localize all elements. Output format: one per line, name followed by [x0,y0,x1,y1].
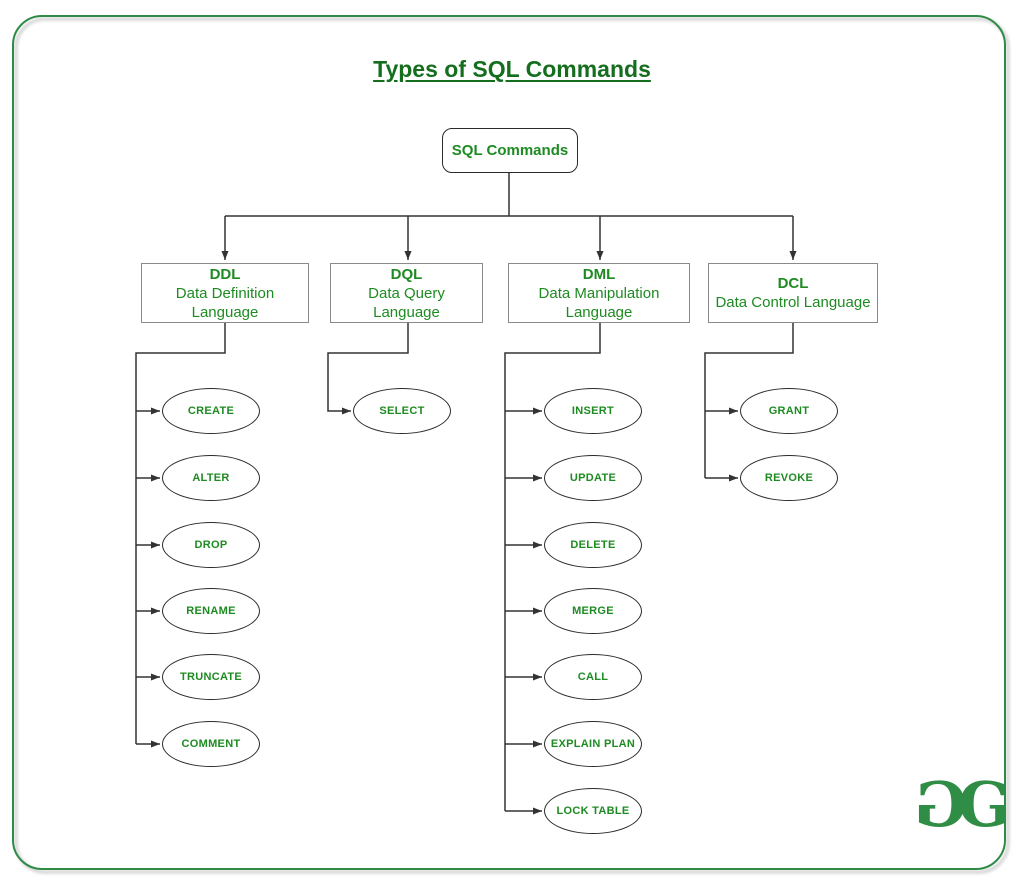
geeksforgeeks-logo: GG [914,768,1011,841]
node-grant: GRANT [740,388,838,434]
category-dql-abbr: DQL [390,265,423,283]
category-ddl: DDL Data Definition Language [141,263,309,323]
logo-letter-g-mirrored: G [914,768,967,841]
node-call: CALL [544,654,642,700]
node-update: UPDATE [544,455,642,501]
connector-dml-trunk [504,322,601,811]
root-node-sql-commands: SQL Commands [442,128,578,173]
logo-letter-g: G [957,768,1011,841]
node-insert: INSERT [544,388,642,434]
node-drop: DROP [162,522,260,568]
node-merge: MERGE [544,588,642,634]
connector-dcl-trunk [704,322,794,478]
page-title: Types of SQL Commands [373,56,651,82]
category-dml-name: Data Manipulation Language [538,284,660,321]
node-lock-table: LOCK TABLE [544,788,642,834]
category-dql: DQL Data Query Language [330,263,483,323]
category-ddl-abbr: DDL [209,265,241,283]
node-create: CREATE [162,388,260,434]
node-comment: COMMENT [162,721,260,767]
category-dml: DML Data Manipulation Language [508,263,690,323]
node-select: SELECT [353,388,451,434]
category-dcl-abbr: DCL [777,275,809,292]
category-dml-abbr: DML [582,265,616,283]
category-dql-name: Data Query Language [368,284,445,321]
connector-dql-select [327,322,409,415]
connector-ddl-trunk [135,322,226,744]
node-truncate: TRUNCATE [162,654,260,700]
node-explain-plan: EXPLAIN PLAN [544,721,642,767]
node-alter: ALTER [162,455,260,501]
category-dcl: DCL Data Control Language [708,263,878,323]
node-delete: DELETE [544,522,642,568]
category-dcl-name: Data Control Language [715,294,871,311]
category-ddl-name: Data Definition Language [175,284,275,321]
node-revoke: REVOKE [740,455,838,501]
node-rename: RENAME [162,588,260,634]
